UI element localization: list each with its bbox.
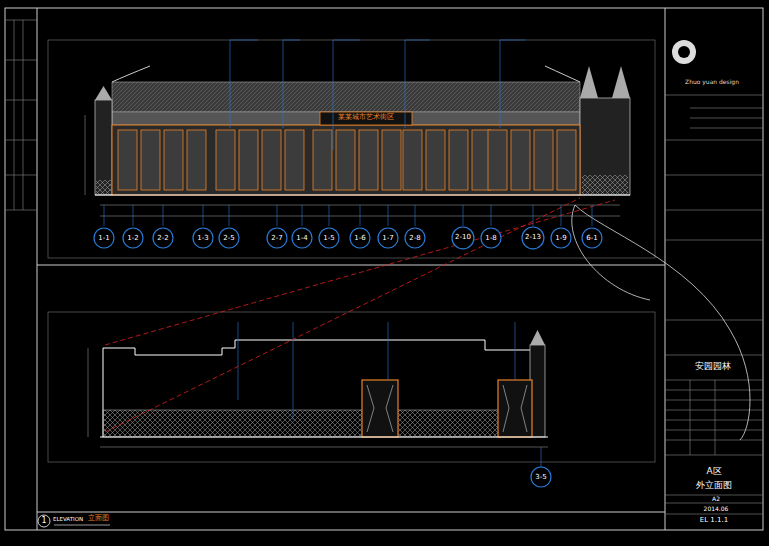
leader-line bbox=[163, 205, 164, 226]
revision-cloud-line bbox=[575, 205, 750, 440]
callout-number: 1-6 bbox=[354, 235, 365, 242]
callout-number: 1-5 bbox=[323, 235, 334, 242]
callout-circle: 1-9 bbox=[550, 227, 572, 249]
window-panel bbox=[313, 130, 332, 190]
drawing-title: 外立面图 bbox=[696, 481, 732, 491]
window-panel bbox=[187, 130, 206, 190]
leader-line bbox=[463, 205, 464, 226]
window-panel bbox=[285, 130, 304, 190]
view-frame bbox=[48, 40, 655, 258]
frame-line bbox=[37, 512, 665, 513]
leader-line bbox=[360, 205, 361, 226]
title-block-grid bbox=[665, 95, 763, 514]
callout-circle: 2-8 bbox=[404, 227, 426, 249]
window-panel bbox=[141, 130, 160, 190]
view-title: 立面图 bbox=[88, 515, 109, 523]
callout-number: 2-13 bbox=[525, 234, 541, 241]
callout-circle: 1-3 bbox=[192, 227, 214, 249]
leader-line bbox=[388, 205, 389, 226]
callout-number: 1-1 bbox=[98, 235, 109, 242]
drawing-area: A区 bbox=[706, 467, 721, 477]
leader-line bbox=[561, 205, 562, 226]
outer-frame bbox=[5, 8, 763, 530]
window-panel bbox=[164, 130, 183, 190]
front-elevation bbox=[85, 40, 630, 216]
view-frame bbox=[48, 312, 655, 462]
window-panel bbox=[449, 130, 468, 190]
callout-number: 1-2 bbox=[127, 235, 138, 242]
window-panel bbox=[118, 130, 137, 190]
callout-circle: 1-5 bbox=[318, 227, 340, 249]
callout-circle: 1-2 bbox=[122, 227, 144, 249]
callout-number: 1-3 bbox=[197, 235, 208, 242]
callout-circle: 1-6 bbox=[349, 227, 371, 249]
frame-line bbox=[37, 265, 665, 266]
callout-number: 2-5 bbox=[223, 235, 234, 242]
callout-number: 1-8 bbox=[485, 235, 496, 242]
callout-circle: 2-10 bbox=[451, 226, 475, 250]
window-panel bbox=[511, 130, 530, 190]
logo bbox=[678, 46, 690, 58]
window-panel bbox=[239, 130, 258, 190]
project-name: 安园园林 bbox=[695, 362, 731, 372]
window-panel bbox=[216, 130, 235, 190]
frame-line bbox=[665, 8, 666, 530]
left-strip-table bbox=[5, 20, 37, 210]
leader-line bbox=[491, 205, 492, 226]
callout-circle: 2-7 bbox=[266, 227, 288, 249]
callout-circle: 1-1 bbox=[93, 227, 115, 249]
side-elevation bbox=[88, 322, 548, 467]
callout-number: 3-5 bbox=[535, 474, 546, 481]
callout-number: 2-7 bbox=[271, 235, 282, 242]
callout-number: 1-7 bbox=[382, 235, 393, 242]
leader-line bbox=[329, 205, 330, 226]
window-panel bbox=[488, 130, 507, 190]
callout-circle: 2-2 bbox=[152, 227, 174, 249]
callout-circle: 1-7 bbox=[377, 227, 399, 249]
view-number: 1 bbox=[41, 517, 46, 526]
callout-circle: 6-1 bbox=[581, 227, 603, 249]
leader-line bbox=[104, 205, 105, 226]
leader-line bbox=[415, 205, 416, 226]
window-panel bbox=[534, 130, 553, 190]
callout-circle: 2-5 bbox=[218, 227, 240, 249]
callout-number: 1-9 bbox=[555, 235, 566, 242]
callout-number: 1-4 bbox=[296, 235, 307, 242]
window-panel bbox=[403, 130, 422, 190]
callout-number: 2-2 bbox=[157, 235, 168, 242]
leader-line bbox=[203, 205, 204, 226]
callout-number: 2-10 bbox=[455, 234, 471, 241]
window-panel bbox=[426, 130, 445, 190]
callout-circle: 1-8 bbox=[480, 227, 502, 249]
leader-line bbox=[277, 205, 278, 226]
sheet-number: EL 1.1.1 bbox=[700, 517, 728, 525]
date: 2014.06 bbox=[704, 506, 729, 513]
callout-circle: 1-4 bbox=[291, 227, 313, 249]
callout-circle: 2-13 bbox=[521, 226, 545, 250]
window-panel bbox=[262, 130, 281, 190]
callout-number: 6-1 bbox=[586, 235, 597, 242]
window-panel bbox=[382, 130, 401, 190]
match-line bbox=[105, 198, 615, 432]
revision-cloud-line bbox=[572, 205, 650, 300]
window-panel bbox=[359, 130, 378, 190]
view-title: ELEVATION bbox=[53, 516, 83, 522]
window-panel bbox=[336, 130, 355, 190]
leader-line bbox=[592, 205, 593, 226]
leader-line bbox=[229, 205, 230, 226]
leader-line bbox=[133, 205, 134, 226]
frame-line bbox=[37, 8, 38, 530]
window-panel bbox=[557, 130, 576, 190]
sign-text: 某某城市艺术街区 bbox=[338, 114, 394, 121]
underline bbox=[54, 525, 110, 526]
sheet-size: A2 bbox=[712, 496, 720, 503]
logo bbox=[672, 40, 696, 64]
callout-circle: 3-5 bbox=[530, 466, 552, 488]
leader-line bbox=[533, 205, 534, 226]
callout-number: 2-8 bbox=[409, 235, 420, 242]
view-marker bbox=[38, 515, 50, 527]
logo-text: Zhuo yuan design bbox=[685, 79, 739, 86]
leader-line bbox=[302, 205, 303, 226]
